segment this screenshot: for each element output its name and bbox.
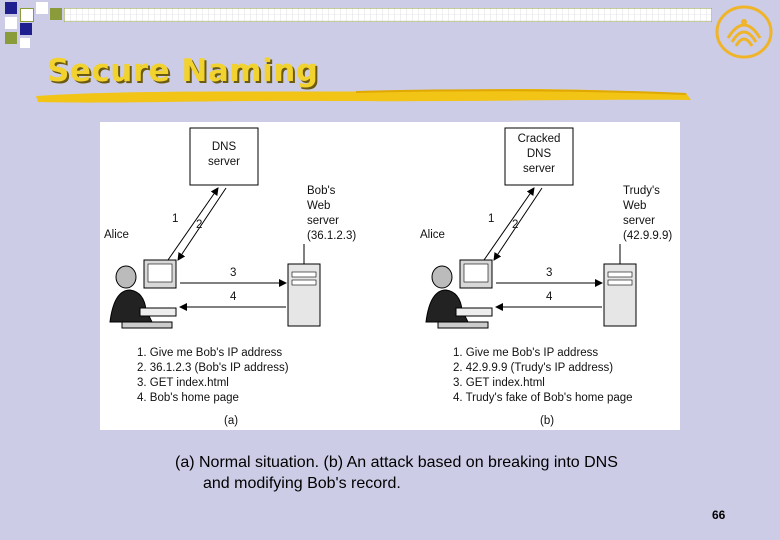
web-server-icon: [287, 244, 321, 327]
deco-square: [5, 32, 17, 44]
arrow-1-label: 1: [172, 213, 179, 225]
step-item: 1. Give me Bob's IP address: [453, 347, 599, 359]
arrow-1: [483, 187, 535, 261]
step-item: 3. GET index.html: [453, 377, 545, 389]
deco-square: [36, 2, 48, 14]
arrow-2: [493, 187, 543, 261]
alice-computer-icon: [425, 259, 493, 329]
web-server-label-line: Web: [623, 200, 647, 212]
web-server-label-line: server: [307, 215, 339, 227]
dns-server-label-line: Cracked: [517, 133, 561, 145]
arrow-3-label: 3: [546, 267, 553, 279]
web-server-label: Bob's Web server (36.1.2.3): [307, 184, 356, 244]
web-server-label-line: Trudy's: [623, 185, 660, 197]
panel-a-label: (a): [224, 415, 239, 427]
dns-server-label-line: server: [208, 156, 240, 168]
figure-caption: (a) Normal situation. (b) An attack base…: [175, 452, 715, 494]
step-item: 2. 36.1.2.3 (Bob's IP address): [137, 362, 289, 374]
panel-b-label: (b): [540, 415, 555, 427]
web-server-label-line: (36.1.2.3): [307, 230, 357, 242]
cracked-dns-server-label: Cracked DNS server: [505, 132, 573, 177]
deco-square: [20, 8, 34, 22]
alice-label: Alice: [104, 229, 129, 241]
cracked-dns-server-box: [504, 127, 574, 186]
arrow-4-label: 4: [546, 291, 553, 303]
arrow-2-label: 2: [512, 219, 519, 231]
web-server-label-line: Web: [307, 200, 331, 212]
page-number: 66: [712, 508, 726, 522]
figure-drawing: [109, 127, 637, 329]
alice-label: Alice: [420, 229, 445, 241]
header-bar: [64, 8, 712, 22]
step-item: 4. Trudy's fake of Bob's home page: [453, 392, 633, 404]
title-underline: [36, 89, 691, 103]
trudy-web-server-icon: [603, 244, 637, 327]
alice-computer-icon: [109, 259, 177, 329]
dns-figure: DNS server Bob's Web server (36.1.2.3) A…: [100, 122, 680, 430]
deco-square: [20, 23, 32, 35]
deco-square: [20, 38, 30, 48]
arrow-2: [177, 187, 227, 261]
arrow-1-label: 1: [488, 213, 495, 225]
step-item: 1. Give me Bob's IP address: [137, 347, 283, 359]
slide-title: Secure Naming: [47, 53, 319, 89]
step-item: 3. GET index.html: [137, 377, 229, 389]
deco-square: [5, 17, 17, 29]
steps-list: 1. Give me Bob's IP address 2. 42.9.9.9 …: [453, 346, 633, 406]
web-server-label-line: (42.9.9.9): [623, 230, 673, 242]
step-item: 4. Bob's home page: [137, 392, 239, 404]
dns-server-box: [189, 127, 259, 186]
step-item: 2. 42.9.9.9 (Trudy's IP address): [453, 362, 614, 374]
trudy-web-server-label: Trudy's Web server (42.9.9.9): [623, 184, 672, 244]
logo-icon: [715, 5, 773, 59]
caption-line: (a) Normal situation. (b) An attack base…: [175, 454, 618, 471]
arrow-4-label: 4: [230, 291, 237, 303]
web-server-label-line: Bob's: [307, 185, 336, 197]
dns-server-label-line: server: [523, 163, 555, 175]
steps-list: 1. Give me Bob's IP address 2. 36.1.2.3 …: [137, 346, 289, 406]
arrow-2-label: 2: [196, 219, 203, 231]
web-server-label-line: server: [623, 215, 655, 227]
dns-server-label: DNS server: [190, 140, 258, 170]
deco-square: [5, 2, 17, 14]
arrow-1: [167, 187, 219, 261]
caption-line: and modifying Bob's record.: [203, 475, 401, 492]
dns-server-label-line: DNS: [211, 141, 237, 153]
deco-square: [50, 8, 62, 20]
dns-server-label-line: DNS: [526, 148, 552, 160]
arrow-3-label: 3: [230, 267, 237, 279]
